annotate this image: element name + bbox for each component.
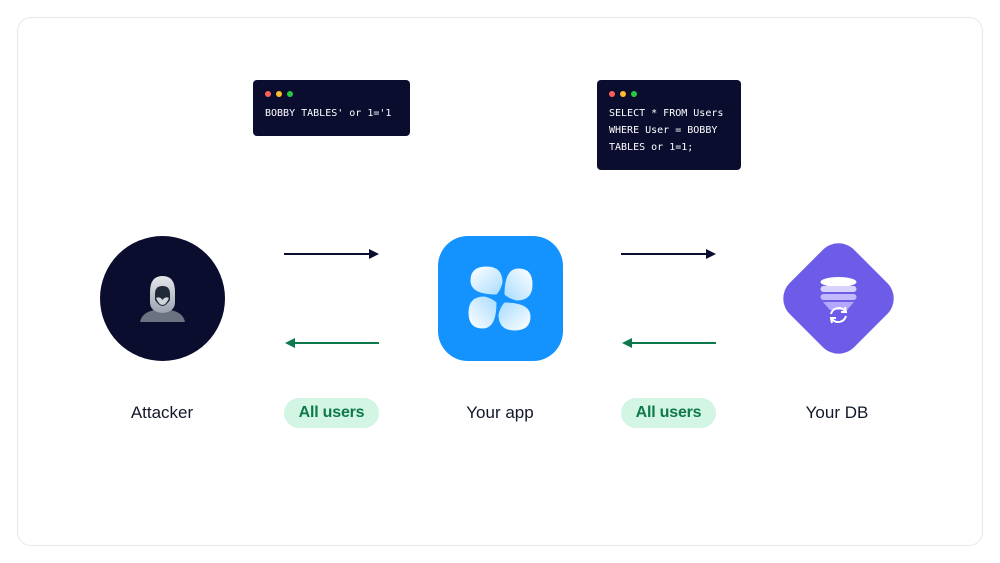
window-controls	[609, 91, 729, 97]
response-arrow-db-to-app	[622, 338, 716, 348]
hooded-attacker-icon	[140, 276, 185, 322]
close-dot-icon	[609, 91, 615, 97]
minimize-dot-icon	[276, 91, 282, 97]
request-arrow-app-to-db	[621, 249, 716, 259]
minimize-dot-icon	[620, 91, 626, 97]
database-sync-icon	[820, 277, 857, 324]
request-arrow-attacker-to-app	[284, 249, 379, 259]
close-dot-icon	[265, 91, 271, 97]
window-controls	[265, 91, 398, 97]
maximize-dot-icon	[287, 91, 293, 97]
sql-query-code: SELECT * FROM Users WHERE User = BOBBY T…	[609, 108, 724, 153]
sql-query-terminal: SELECT * FROM Users WHERE User = BOBBY T…	[597, 80, 741, 170]
response-pill-attacker-side: All users	[284, 398, 379, 428]
response-arrow-app-to-attacker	[285, 338, 379, 348]
app-label: Your app	[466, 403, 534, 422]
maximize-dot-icon	[631, 91, 637, 97]
response-pill-db-side: All users	[621, 398, 716, 428]
app-logo-icon	[468, 266, 533, 331]
attacker-input-code: BOBBY TABLES' or 1='1	[265, 108, 392, 119]
db-label: Your DB	[805, 403, 869, 422]
attacker-input-terminal: BOBBY TABLES' or 1='1	[253, 80, 410, 136]
db-node	[767, 227, 910, 370]
attacker-label: Attacker	[130, 403, 194, 422]
attacker-node	[100, 236, 225, 361]
app-node	[438, 236, 563, 361]
